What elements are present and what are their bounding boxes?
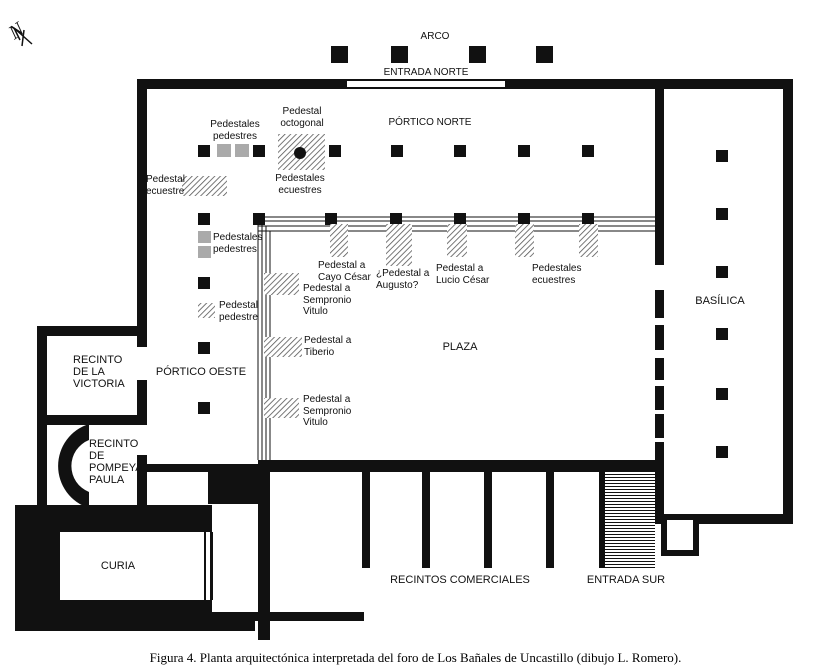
label-entrada-sur: ENTRADA SUR bbox=[586, 574, 666, 586]
plaza-columns bbox=[253, 213, 594, 225]
label-recinto-victoria: RECINTO DE LA VICTORIA bbox=[73, 354, 125, 390]
label-pedestales-pedestres-top: Pedestales pedestres bbox=[210, 119, 260, 142]
label-pedestal-lucio-cesar: Pedestal a Lucio César bbox=[436, 263, 490, 286]
label-pedestales-ecuestres-right: Pedestales ecuestres bbox=[532, 263, 582, 286]
label-pedestal-ecuestre: Pedestal ecuestre bbox=[146, 174, 185, 197]
forum-walls bbox=[137, 79, 664, 327]
label-pedestal-sempronio-1: Pedestal a Sempronio Vitulo bbox=[303, 283, 352, 317]
plaza-steps bbox=[257, 216, 655, 460]
label-pedestal-augusto: ¿Pedestal a Augusto? bbox=[376, 268, 430, 291]
north-arrow-icon bbox=[13, 27, 33, 47]
label-arco: ARCO bbox=[420, 31, 450, 42]
label-recintos-comerciales: RECINTOS COMERCIALES bbox=[390, 574, 530, 586]
label-portico-oeste: PÓRTICO OESTE bbox=[155, 366, 247, 378]
label-pedestal-sempronio-2: Pedestal a Sempronio Vitulo bbox=[303, 394, 352, 428]
shop-walls bbox=[362, 472, 554, 568]
label-pedestal-cayo-cesar: Pedestal a Cayo César bbox=[318, 260, 371, 283]
label-entrada-norte: ENTRADA NORTE bbox=[383, 67, 469, 78]
plaza-south-wall bbox=[258, 460, 655, 472]
portico-columns bbox=[198, 145, 594, 414]
south-stairs bbox=[599, 472, 655, 568]
pedestals bbox=[182, 134, 598, 418]
label-portico-norte: PÓRTICO NORTE bbox=[388, 117, 472, 128]
label-recinto-pompeya: RECINTO DE POMPEYA PAULA bbox=[89, 438, 143, 486]
arch-piers bbox=[331, 46, 553, 63]
label-pedestal-octogonal: Pedestal octogonal bbox=[280, 106, 324, 129]
label-pedestal-pedestre: Pedestal pedestre bbox=[219, 300, 258, 323]
label-curia: CURIA bbox=[100, 560, 136, 572]
label-basilica: BASÍLICA bbox=[695, 295, 745, 307]
label-plaza: PLAZA bbox=[442, 341, 478, 353]
label-pedestal-tiberio: Pedestal a Tiberio bbox=[304, 335, 352, 358]
curia-block bbox=[15, 460, 364, 640]
label-pedestales-ecuestres-top: Pedestales ecuestres bbox=[275, 173, 325, 196]
label-pedestales-pedestres-left: Pedestales pedestres bbox=[213, 232, 263, 255]
figure-caption: Figura 4. Planta arquitectónica interpre… bbox=[149, 650, 682, 665]
basilica bbox=[655, 79, 793, 556]
